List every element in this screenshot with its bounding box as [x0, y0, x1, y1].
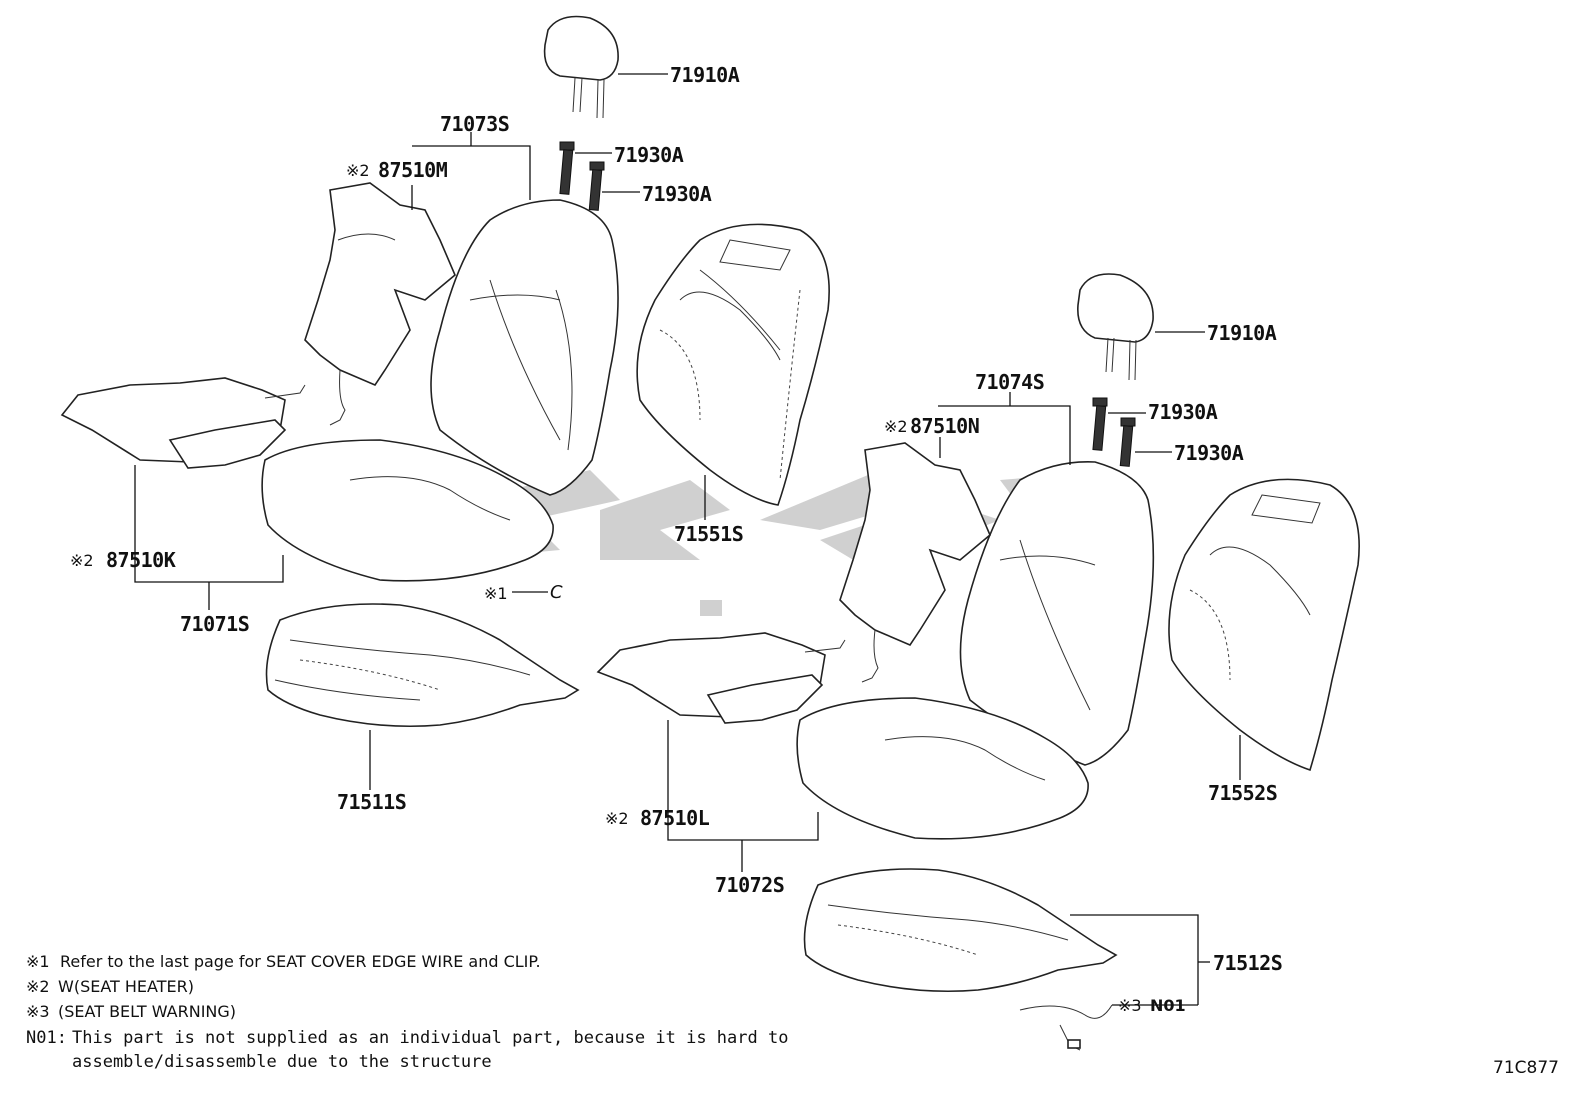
headrest-supports-left: [559, 141, 605, 211]
note-1-text: Refer to the last page for SEAT COVER ED…: [60, 952, 541, 971]
part-label-71930a-3: 71930A: [1148, 400, 1218, 424]
seat-cushion-assembly-right: [796, 697, 1089, 840]
part-label-87510m: 87510M: [378, 158, 448, 182]
leader-lines: [134, 73, 1241, 1006]
note-4-mark: N01:: [26, 1028, 67, 1048]
note-4-line1: This part is not supplied as an individu…: [72, 1028, 789, 1048]
note-1-mark: ※1: [26, 952, 50, 971]
note-2-mark: ※2: [26, 977, 50, 996]
part-label-71910a-left: 71910A: [670, 63, 740, 87]
headrest-left: [543, 15, 619, 119]
mark-2-87510m: ※2: [346, 161, 370, 180]
seat-cushion-cover-right: [803, 868, 1118, 993]
seat-heater-cushion-right: [596, 632, 846, 724]
part-label-clip: C: [550, 582, 563, 603]
note-4-line2: assemble/disassemble due to the structur…: [72, 1052, 492, 1072]
note-3-mark: ※3: [26, 1002, 50, 1021]
part-label-71552s: 71552S: [1208, 781, 1278, 805]
headrest-supports-right: [1092, 397, 1136, 467]
mark-3-n01: ※3: [1118, 996, 1142, 1015]
seat-cushion-assembly-left: [261, 439, 554, 582]
part-label-71512s: 71512S: [1213, 951, 1283, 975]
diagram-code: 71C877: [1493, 1058, 1559, 1078]
headrest-right: [1077, 273, 1154, 381]
part-label-87510n: 87510N: [910, 414, 980, 438]
part-label-71072s: 71072S: [715, 873, 785, 897]
seat-heater-back-right: [839, 442, 991, 683]
seat-back-cover-left: [636, 223, 830, 506]
mark-2-87510n: ※2: [884, 417, 908, 436]
part-label-71930a-2: 71930A: [642, 182, 712, 206]
part-label-71930a-1: 71930A: [614, 143, 684, 167]
seat-back-cover-right: [1168, 478, 1360, 772]
part-label-n01: N01: [1150, 996, 1186, 1015]
mark-1-clip: ※1: [484, 584, 508, 603]
mark-2-87510k: ※2: [70, 551, 94, 570]
seat-back-assembly-left: [430, 199, 619, 496]
part-label-71071s: 71071S: [180, 612, 250, 636]
part-label-71511s: 71511S: [337, 790, 407, 814]
part-label-71074s: 71074S: [975, 370, 1045, 394]
seat-heater-back-left: [304, 182, 456, 426]
seat-heater-cushion-left: [60, 377, 306, 469]
part-label-87510l: 87510L: [640, 806, 710, 830]
mark-2-87510l: ※2: [605, 809, 629, 828]
part-label-71551s: 71551S: [674, 522, 744, 546]
part-label-71930a-4: 71930A: [1174, 441, 1244, 465]
seat-belt-warning-sensor: [1019, 1004, 1113, 1051]
seat-cushion-cover-left: [265, 603, 580, 728]
seat-back-assembly-right: [959, 461, 1155, 766]
part-label-71073s: 71073S: [440, 112, 510, 136]
part-label-71910a-right: 71910A: [1207, 321, 1277, 345]
note-3-text: (SEAT BELT WARNING): [58, 1002, 237, 1021]
note-2-text: W(SEAT HEATER): [58, 977, 194, 996]
part-label-87510k: 87510K: [106, 548, 176, 572]
